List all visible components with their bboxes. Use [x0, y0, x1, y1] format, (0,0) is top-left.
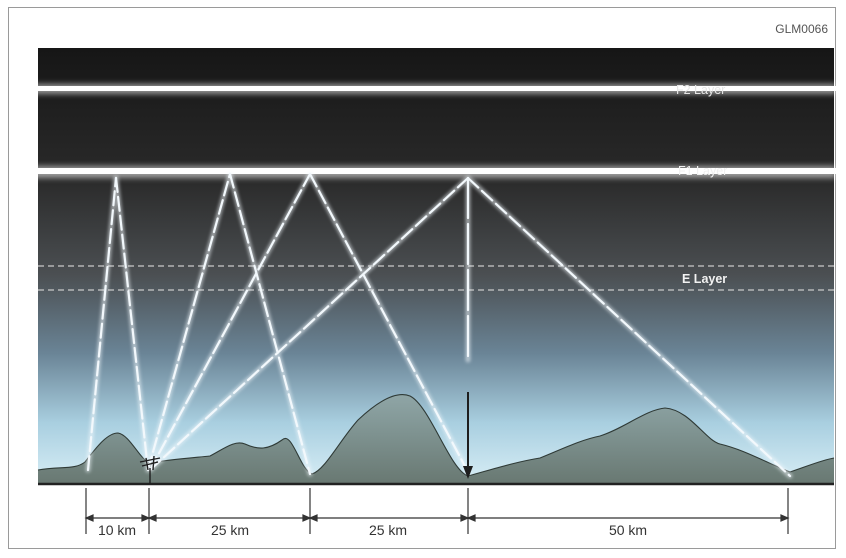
- distance-label-1: 10 km: [98, 522, 136, 538]
- distance-label-3: 25 km: [369, 522, 407, 538]
- distance-scale: [84, 488, 790, 534]
- terrain: [38, 394, 834, 484]
- ray-2-up: [146, 172, 232, 472]
- f2-layer-band: [30, 84, 836, 94]
- ray-1-up: [86, 176, 118, 472]
- ray-1-down: [114, 176, 150, 472]
- sky-background: [38, 48, 834, 484]
- ray-4-down: [466, 176, 792, 478]
- f2-layer-label: F2 Layer: [676, 83, 725, 97]
- ray-3-up: [148, 172, 312, 472]
- ray-3-down: [308, 172, 470, 474]
- ray-4-up: [148, 176, 470, 472]
- radio-rays: [85, 171, 793, 479]
- e-layer-band: [38, 265, 834, 291]
- f1-layer-label: F1 Layer: [678, 164, 727, 178]
- figure-code: GLM0066: [775, 22, 828, 36]
- receiver-arrow: [463, 392, 473, 479]
- distance-labels: 10 km 25 km 25 km 50 km: [94, 522, 663, 538]
- ray-2-down: [228, 172, 312, 476]
- e-layer-label: E Layer: [682, 272, 727, 286]
- distance-label-2: 25 km: [211, 522, 249, 538]
- distance-label-4: 50 km: [609, 522, 647, 538]
- antenna-icon: [139, 455, 161, 484]
